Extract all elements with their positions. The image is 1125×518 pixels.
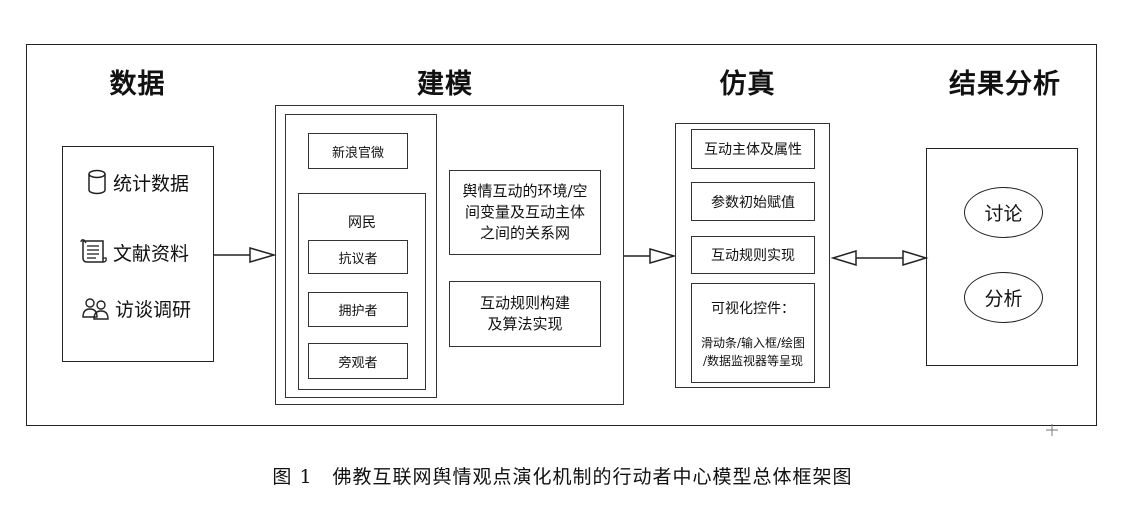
discussion-ellipse: 讨论 [964,187,1043,238]
sim-widgets-desc: 滑动条/输入框/绘图 /数据监视器等呈现 [692,334,814,370]
arrow-head-modeling-to-simulation [649,248,677,264]
figure-caption: 图 1 佛教互联网舆情观点演化机制的行动者中心模型总体框架图 [272,466,853,488]
data-source-label: 统计数据 [113,172,190,195]
heading-data: 数据 [109,69,166,100]
sim-agents-box: 互动主体及属性 [691,129,815,169]
weibo-agent-box: 新浪官微 [308,133,408,169]
diagram-frame [26,44,1097,426]
data-source-literature: 文献资料 [79,237,189,267]
sim-rules-box: 互动规则实现 [691,236,815,274]
document-scroll-icon [79,238,109,266]
sim-params-box: 参数初始赋值 [691,182,815,221]
sim-widgets-box: 可视化控件： 滑动条/输入框/绘图 /数据监视器等呈现 [691,283,815,383]
environment-line-2: 间变量及互动主体 [464,203,585,221]
bystander-box: 旁观者 [308,343,408,379]
heading-modeling: 建模 [417,69,473,100]
arrow-head-to-results [902,249,929,267]
arrow-head-to-simulation [830,249,857,267]
rules-line-2: 及算法实现 [487,315,563,333]
results-box [926,148,1078,366]
data-sources-box: 统计数据 文献资料 访谈调研 [62,146,214,362]
rules-box: 互动规则构建 及算法实现 [449,281,601,347]
crosshair-marker [1046,424,1058,436]
data-source-label: 文献资料 [113,242,190,265]
heading-results: 结果分析 [949,69,1061,100]
supporter-box: 拥护者 [308,292,408,327]
database-icon [85,168,109,196]
netizens-title: 网民 [348,215,376,231]
sim-widgets-title: 可视化控件： [711,301,795,317]
environment-line-3: 之间的关系网 [479,224,570,242]
data-source-interviews: 访谈调研 [81,293,191,323]
protester-box: 抗议者 [308,240,408,274]
rules-line-1: 互动规则构建 [479,294,570,312]
data-source-label: 访谈调研 [115,298,192,321]
people-icon [81,294,111,322]
sim-widgets-desc-line-2: /数据监视器等呈现 [702,354,804,368]
data-source-stats: 统计数据 [85,167,189,197]
heading-simulation: 仿真 [719,69,776,100]
environment-box: 舆情互动的环境/空 间变量及互动主体 之间的关系网 [449,170,601,255]
analysis-ellipse: 分析 [964,272,1043,323]
sim-widgets-desc-line-1: 滑动条/输入框/绘图 [700,336,806,350]
environment-line-1: 舆情互动的环境/空 [462,182,588,200]
arrow-head-data-to-modeling [249,247,277,263]
